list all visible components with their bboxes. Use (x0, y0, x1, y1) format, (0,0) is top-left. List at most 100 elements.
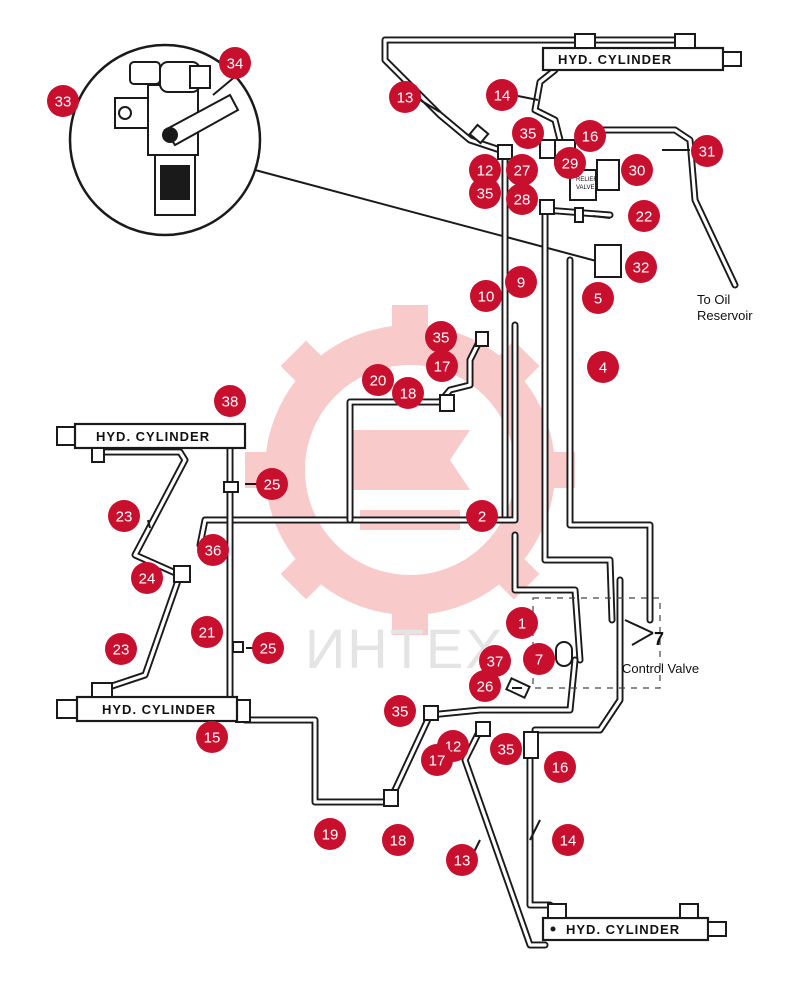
callout-32: 32 (625, 251, 657, 283)
callout-circle (131, 562, 163, 594)
valve-stamp-line2: VALVE (576, 185, 594, 191)
callout-25: 25 (256, 468, 288, 500)
callout-22: 22 (628, 200, 660, 232)
cylinder-label: HYD. CYLINDER (102, 702, 216, 717)
callout-circle (512, 117, 544, 149)
control-valve-box (532, 597, 661, 689)
callout-circle (628, 200, 660, 232)
callout-34: 34 (219, 47, 251, 79)
callout-circle (582, 282, 614, 314)
callout-number: 15 (204, 730, 221, 747)
callout-13: 13 (389, 81, 421, 113)
callout-20: 20 (362, 364, 394, 396)
callout-number: 13 (454, 853, 471, 870)
relief-valve: RELIEF VALVE (576, 177, 597, 191)
callout-circle (384, 695, 416, 727)
callout-circle (554, 147, 586, 179)
callout-35: 35 (469, 177, 501, 209)
callout-number: 26 (477, 679, 494, 696)
callout-circle (469, 154, 501, 186)
hyd-cylinder-left-bottom: HYD. CYLINDER (56, 682, 239, 723)
oil-reservoir-label-line2: Reservoir (697, 308, 753, 323)
callout-number: 23 (113, 642, 130, 659)
cylinder-label: HYD. CYLINDER (566, 922, 680, 937)
callout-38: 38 (214, 385, 246, 417)
callout-circle (256, 468, 288, 500)
callout-circle (362, 364, 394, 396)
callout-circle (469, 177, 501, 209)
callout-number: 29 (562, 156, 579, 173)
callout-circle (219, 47, 251, 79)
callout-circle (105, 633, 137, 665)
callout-18: 18 (392, 377, 424, 409)
callout-35: 35 (384, 695, 416, 727)
callout-number: 19 (322, 827, 339, 844)
callout-number: 23 (116, 509, 133, 526)
callout-18: 18 (382, 824, 414, 856)
callout-21: 21 (191, 616, 223, 648)
callout-circle (314, 818, 346, 850)
callout-14: 14 (552, 824, 584, 856)
callout-number: 25 (264, 477, 281, 494)
callout-14: 14 (486, 79, 518, 111)
watermark-gear-icon (245, 305, 575, 635)
callout-number: 27 (514, 163, 531, 180)
callout-number: 1 (518, 616, 526, 633)
callout-circle (197, 534, 229, 566)
hyd-cylinder-top-right: HYD. CYLINDER (541, 33, 742, 72)
callout-29: 29 (554, 147, 586, 179)
callout-10: 10 (470, 280, 502, 312)
callout-number: 12 (477, 163, 494, 180)
callout-circle (426, 350, 458, 382)
callout-number: 32 (633, 260, 650, 277)
callout-circle (587, 351, 619, 383)
callout-number: 4 (599, 360, 607, 377)
callout-number: 5 (594, 291, 602, 308)
inset-detail (68, 43, 262, 237)
callout-28: 28 (506, 183, 538, 215)
callout-number: 35 (520, 126, 537, 143)
callout-circle (389, 81, 421, 113)
fittings (173, 123, 622, 807)
cylinder-label: HYD. CYLINDER (558, 52, 672, 67)
callout-number: 30 (629, 163, 646, 180)
callout-5: 5 (582, 282, 614, 314)
callout-27: 27 (506, 154, 538, 186)
callout-number: 18 (390, 833, 407, 850)
callout-number: 14 (560, 833, 577, 850)
callout-circle (392, 377, 424, 409)
callout-number: 35 (392, 704, 409, 721)
callout-number: 21 (199, 625, 216, 642)
callout-2: 2 (466, 500, 498, 532)
callout-12: 12 (469, 154, 501, 186)
callout-number: 16 (552, 760, 569, 777)
callout-circle (506, 183, 538, 215)
callout-16: 16 (574, 120, 606, 152)
callout-number: 38 (222, 394, 239, 411)
callout-26: 26 (469, 670, 501, 702)
callout-number: 33 (55, 94, 72, 111)
callout-circle (691, 135, 723, 167)
control-valve-number: 7 (654, 629, 664, 649)
callout-circle (382, 824, 414, 856)
callout-number: 17 (429, 753, 446, 770)
callout-number: 14 (494, 88, 511, 105)
callout-circle (479, 645, 511, 677)
callout-circle (552, 824, 584, 856)
callout-number: 37 (487, 654, 504, 671)
callout-9: 9 (505, 266, 537, 298)
callout-circle (196, 721, 228, 753)
callout-circle (108, 500, 140, 532)
callout-circle (523, 643, 555, 675)
callout-circle (470, 280, 502, 312)
callout-number: 10 (478, 289, 495, 306)
callout-number: 17 (434, 359, 451, 376)
control-valve-label: Control Valve (622, 661, 699, 676)
callout-circle (505, 266, 537, 298)
hyd-cylinder-left-top: HYD. CYLINDER (56, 422, 247, 463)
callout-circle (214, 385, 246, 417)
callout-13: 13 (446, 844, 478, 876)
callout-number: 35 (433, 330, 450, 347)
